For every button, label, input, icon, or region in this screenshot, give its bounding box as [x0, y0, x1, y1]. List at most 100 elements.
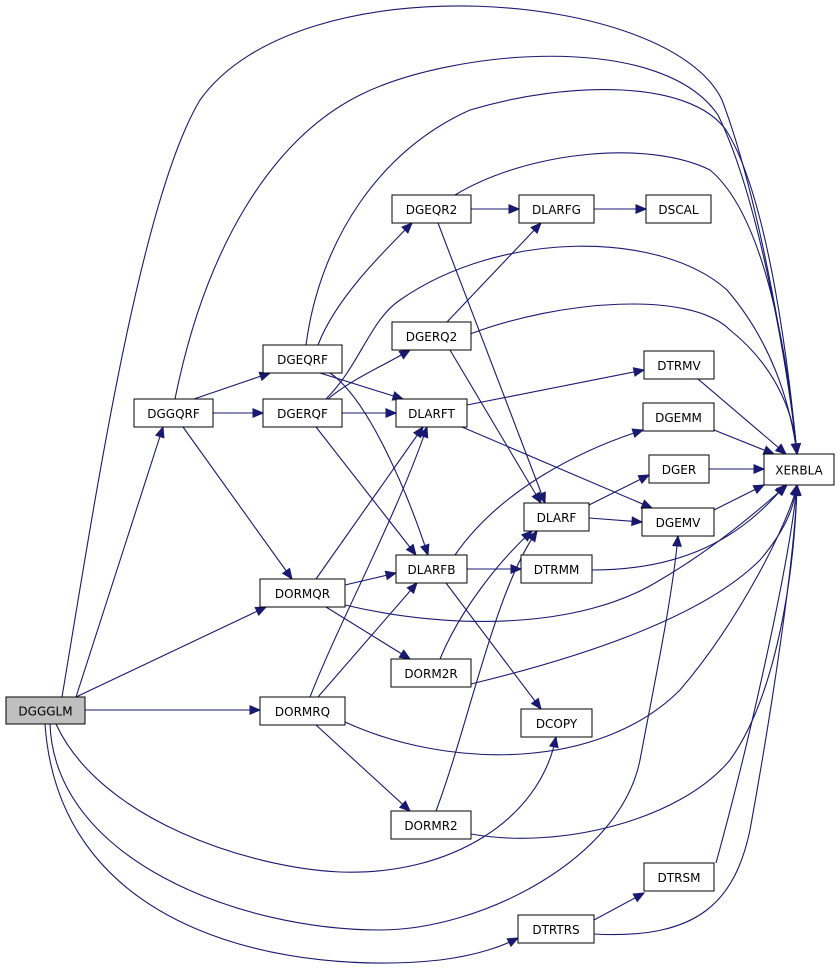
edge-line — [174, 55, 798, 455]
arrowhead-icon — [526, 529, 538, 543]
node-box — [517, 914, 595, 944]
node-xerbla[interactable]: XERBLA — [763, 453, 835, 486]
arrowhead-icon — [401, 222, 413, 234]
arrowhead-icon — [791, 443, 802, 456]
node-dtrsm[interactable]: DTRSM — [643, 862, 715, 892]
node-dlarfb[interactable]: DLARFB — [395, 554, 468, 584]
edge-dtrmv-to-xerbla — [697, 378, 787, 455]
node-dlarft[interactable]: DLARFT — [395, 398, 468, 428]
edge-line — [470, 484, 798, 839]
arrowhead-icon — [398, 800, 411, 812]
node-box — [5, 696, 86, 725]
arrowhead-icon — [506, 937, 520, 948]
edge-dormrq-to-dlarft — [309, 425, 429, 698]
node-dlarfg[interactable]: DLARFG — [518, 194, 595, 224]
arrowhead-icon — [774, 443, 787, 455]
edge-dgerqf-to-dgerq2 — [327, 349, 412, 400]
edge-line — [713, 429, 775, 455]
node-dlarf[interactable]: DLARF — [523, 502, 590, 532]
edge-dggqrf-to-dgeqrf — [193, 371, 272, 400]
edge-line — [315, 724, 411, 812]
edge-dlarfb-to-dcopy — [445, 582, 542, 711]
node-label: DTRTRS — [532, 923, 579, 937]
node-dgemv[interactable]: DGEMV — [641, 507, 715, 537]
node-dger[interactable]: DGER — [648, 454, 710, 484]
arrowhead-icon — [548, 735, 559, 749]
edge-dtrtrs-to-dtrsm — [593, 892, 646, 921]
node-label: DTRSM — [658, 871, 701, 885]
arrowhead-icon — [281, 567, 293, 581]
node-label: DORMQR — [275, 587, 330, 601]
edge-line — [593, 484, 798, 936]
node-dscal[interactable]: DSCAL — [645, 194, 712, 224]
node-label: DGEQR2 — [406, 203, 458, 217]
edge-line — [715, 484, 798, 864]
edge-dlarfb-to-dgemm — [454, 428, 645, 556]
edge-dggqrf-to-dgerqf — [213, 408, 265, 418]
edge-dgeqr2-to-dlarfg — [471, 204, 521, 214]
arrowhead-icon — [632, 367, 646, 377]
node-dgeqr2[interactable]: DGEQR2 — [391, 194, 472, 224]
node-dggqrf[interactable]: DGGQRF — [133, 398, 214, 428]
arrowhead-icon — [419, 543, 430, 557]
node-label: DGERQF — [277, 407, 328, 421]
node-dormr2[interactable]: DORMR2 — [390, 810, 472, 840]
arrowhead-icon — [774, 484, 786, 497]
edge-dggqrf-to-dormqr — [182, 426, 293, 581]
node-dggglm[interactable]: DGGGLM — [5, 696, 86, 725]
edge-line — [591, 484, 786, 571]
node-dgerq2[interactable]: DGERQ2 — [391, 321, 472, 351]
edge-line — [75, 606, 267, 698]
edge-dggglm-to-dormrq — [85, 705, 262, 715]
node-label: DGGQRF — [147, 407, 200, 421]
node-dtrtrs[interactable]: DTRTRS — [517, 914, 595, 944]
node-dcopy[interactable]: DCOPY — [520, 708, 593, 738]
edge-line — [344, 484, 798, 756]
edge-line — [466, 369, 645, 406]
node-dgerqf[interactable]: DGERQF — [262, 398, 343, 428]
edge-dlarf-to-dgemv — [588, 516, 644, 527]
edge-dtrtrs-to-xerbla — [593, 483, 802, 936]
edge-line — [344, 484, 788, 622]
node-label: DORM2R — [404, 667, 457, 681]
arrowhead-icon — [632, 892, 646, 903]
edge-line — [193, 372, 271, 400]
edge-dgeqrf-to-dgeqr2 — [317, 222, 413, 346]
edge-line — [588, 474, 650, 506]
edge-dtrsm-to-xerbla — [715, 483, 801, 864]
node-box — [395, 554, 468, 584]
edge-dlarfg-to-dscal — [594, 204, 648, 214]
edge-line — [315, 426, 424, 580]
edge-dgeqr2-to-dlarf — [437, 222, 546, 505]
node-label: DCOPY — [536, 717, 578, 731]
node-box — [520, 554, 593, 584]
arrowhead-icon — [753, 464, 766, 474]
node-dorm2r[interactable]: DORM2R — [390, 658, 472, 688]
edge-dgemv-to-xerbla — [713, 484, 766, 511]
edge-dggqrf-to-xerbla — [174, 55, 801, 456]
node-box — [648, 454, 710, 484]
arrowhead-icon — [635, 204, 648, 214]
edge-dormqr-to-dorm2r — [325, 606, 412, 660]
arrowhead-icon — [405, 543, 417, 557]
edge-line — [317, 582, 418, 698]
node-dtrmv[interactable]: DTRMV — [643, 350, 715, 380]
node-dtrmm[interactable]: DTRMM — [520, 554, 593, 584]
edge-line — [55, 723, 557, 873]
edge-dggglm-to-dcopy — [55, 723, 559, 873]
node-dgeqrf[interactable]: DGEQRF — [262, 344, 343, 374]
arrowhead-icon — [398, 349, 412, 360]
node-box — [523, 502, 590, 532]
edge-dggglm-to-dggqrf — [75, 425, 165, 698]
node-dgemm[interactable]: DGEMM — [642, 402, 715, 432]
node-label: DGERQ2 — [406, 330, 458, 344]
node-label: DGGGLM — [18, 705, 72, 719]
edge-dgerq2-to-dlarf — [449, 349, 542, 505]
node-box — [391, 321, 472, 351]
edge-dgeqrf-to-xerbla — [305, 89, 801, 456]
node-dormrq[interactable]: DORMRQ — [259, 696, 346, 726]
node-box — [395, 398, 468, 428]
node-dormqr[interactable]: DORMQR — [259, 578, 346, 608]
node-box — [520, 708, 593, 738]
